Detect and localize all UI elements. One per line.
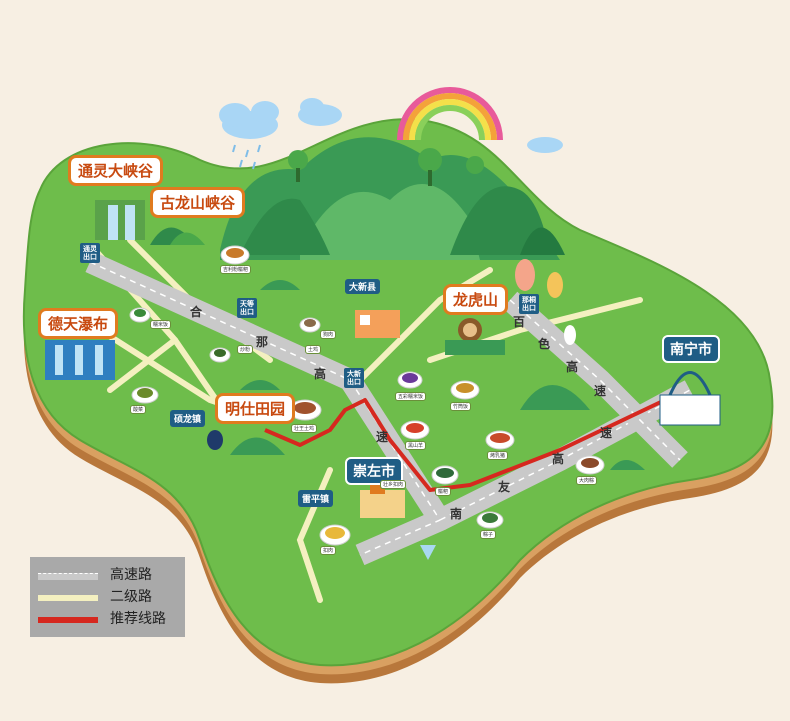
legend-label-secondary: 二级路	[110, 589, 152, 605]
legend-swatch-expressway	[38, 573, 98, 580]
canyon-icon	[150, 227, 205, 245]
town-label-shuolong[interactable]: 硕龙镇	[170, 410, 206, 427]
food-label: 狗肉	[320, 330, 337, 339]
legend-swatch-recommended	[38, 617, 98, 623]
scenic-label-tongling[interactable]: 通灵大峡谷	[68, 155, 164, 186]
food-label: 黑山羊	[405, 441, 427, 450]
highway-char: 百	[513, 315, 526, 329]
food-label: 炒粉	[237, 345, 254, 354]
legend-row-secondary: 二级路	[30, 587, 185, 607]
chongzuo-building-icon	[360, 480, 405, 518]
field-icon	[207, 430, 285, 455]
highway-char: 速	[600, 426, 613, 440]
cloud-icon	[298, 98, 342, 126]
nanning-building-icon	[659, 371, 721, 426]
highway-char: 高	[552, 452, 565, 466]
scenic-label-longhushan[interactable]: 龙虎山	[443, 284, 509, 315]
mountain-range-icon	[220, 137, 565, 260]
food-label: 酸菜	[130, 405, 147, 414]
rainbow	[397, 87, 503, 141]
waterfall-icon	[95, 200, 145, 240]
recommended-route	[264, 398, 666, 492]
tree-icon	[288, 148, 484, 186]
exit-tongling: 通灵出口	[80, 243, 100, 263]
map-legend: 高速路 二级路 推荐线路	[30, 557, 185, 637]
rain-icon	[232, 144, 261, 170]
hill-icon	[240, 280, 645, 470]
food-label: 壮王土鸡	[291, 424, 318, 433]
food-label: 粽子	[480, 530, 497, 539]
scenic-label-mingshi[interactable]: 明仕田园	[215, 393, 296, 424]
highway-char: 速	[376, 430, 389, 444]
legend-label-recommended: 推荐线路	[110, 611, 166, 627]
tree-icon	[420, 259, 576, 560]
food-label: 壮乡扣肉	[380, 480, 407, 489]
exit-tiandeng: 天等出口	[237, 298, 257, 318]
highway-char: 高	[566, 360, 579, 374]
food-label: 大肉粽	[576, 476, 598, 485]
food-label: 五彩糯米饭	[395, 392, 427, 401]
legend-label-expressway: 高速路	[110, 567, 152, 583]
scenic-label-detian[interactable]: 德天瀑布	[38, 308, 119, 339]
highway-char: 合	[190, 305, 203, 319]
food-label: 吉利粉糍粑	[220, 265, 252, 274]
cloud-icon	[527, 137, 563, 153]
highway-char: 速	[594, 384, 607, 398]
monkey-icon	[445, 318, 505, 355]
food-icons	[134, 248, 599, 539]
food-label: 竹筒饭	[450, 402, 472, 411]
scenic-label-gulongshan[interactable]: 古龙山峡谷	[150, 187, 246, 218]
food-label: 糍粑	[435, 487, 452, 496]
cloud-icon	[219, 101, 279, 139]
exit-daxin: 大新出口	[344, 368, 364, 388]
food-label: 糯米饭	[150, 320, 172, 329]
legend-swatch-secondary	[38, 595, 98, 601]
food-label: 土鸡	[305, 345, 322, 354]
food-label: 烤乳猪	[487, 451, 509, 460]
legend-row-recommended: 推荐线路	[30, 609, 185, 629]
expressways	[85, 251, 696, 566]
daxin-building-icon	[355, 310, 400, 338]
highway-char: 高	[314, 367, 327, 381]
waterfall-icon	[45, 340, 115, 380]
highway-char: 南	[450, 507, 463, 521]
town-label-daxin[interactable]: 大新县	[345, 279, 381, 294]
food-label: 扣肉	[320, 546, 337, 555]
legend-row-expressway: 高速路	[30, 565, 185, 585]
town-label-leiping[interactable]: 雷平镇	[298, 490, 334, 507]
highway-char: 友	[498, 480, 511, 494]
highway-char: 那	[256, 335, 269, 349]
city-label-nanning[interactable]: 南宁市	[662, 335, 720, 363]
highway-char: 色	[538, 337, 551, 351]
exit-nama: 那桐出口	[519, 294, 539, 314]
